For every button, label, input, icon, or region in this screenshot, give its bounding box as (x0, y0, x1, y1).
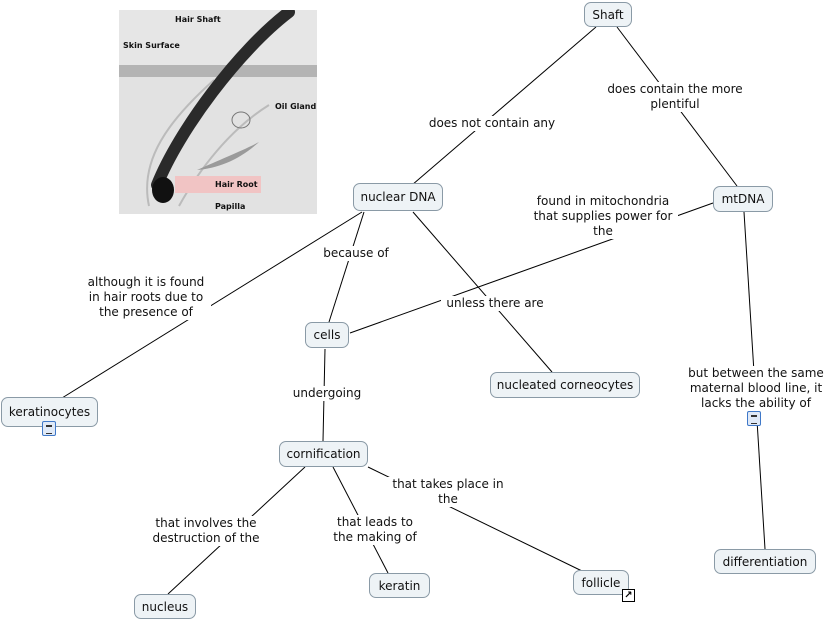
differentiation-document-icon[interactable] (747, 411, 761, 426)
concept-keratin[interactable]: keratin (369, 573, 430, 598)
link-nuclear-cells (328, 211, 365, 323)
link-label-takes-place-in: that takes place in the (386, 477, 510, 507)
link-label-leads-to: that leads to the making of (327, 515, 423, 545)
hair-anatomy-image: Hair Shaft Skin Surface Oil Gland Hair R… (119, 10, 317, 214)
papilla-label: Papilla (215, 202, 246, 211)
link-label-although-found: although it is found in hair roots due t… (81, 275, 211, 320)
skin-surface-label: Skin Surface (123, 41, 180, 50)
keratinocytes-document-icon[interactable] (42, 421, 56, 436)
link-label-but-between: but between the same maternal blood line… (683, 366, 825, 411)
concept-follicle[interactable]: follicle (573, 570, 629, 595)
concept-nuclear-dna[interactable]: nuclear DNA (353, 183, 443, 211)
concept-shaft[interactable]: Shaft (584, 2, 632, 27)
hair-illustration (119, 10, 317, 214)
concept-cells[interactable]: cells (305, 322, 349, 348)
link-label-found-in-mitochondria: found in mitochondria that supplies powe… (528, 194, 678, 239)
follicle-shortcut-arrow-icon[interactable]: ↗ (622, 589, 635, 602)
concept-nucleated-corneocytes[interactable]: nucleated corneocytes (490, 372, 640, 398)
link-label-unless-there-are: unless there are (441, 296, 549, 311)
oil-gland-label: Oil Gland (275, 102, 317, 111)
link-shaft-nuclear-dna (411, 26, 597, 186)
concept-nucleus[interactable]: nucleus (134, 594, 196, 619)
concept-differentiation[interactable]: differentiation (714, 549, 816, 574)
concept-mtdna[interactable]: mtDNA (713, 186, 773, 212)
hair-root-label: Hair Root (215, 180, 258, 189)
link-nuclear-corneocytes (412, 211, 553, 373)
link-label-does-contain: does contain the more plentiful (601, 82, 749, 112)
link-label-because-of: because of (319, 246, 393, 261)
link-label-involves-destruction: that involves the destruction of the (144, 516, 268, 546)
link-nuclear-keratinocytes (61, 211, 363, 399)
link-label-undergoing: undergoing (287, 386, 367, 401)
link-label-does-not-contain: does not contain any (423, 116, 561, 131)
hair-shaft-label: Hair Shaft (175, 15, 221, 24)
concept-cornification[interactable]: cornification (279, 441, 368, 467)
